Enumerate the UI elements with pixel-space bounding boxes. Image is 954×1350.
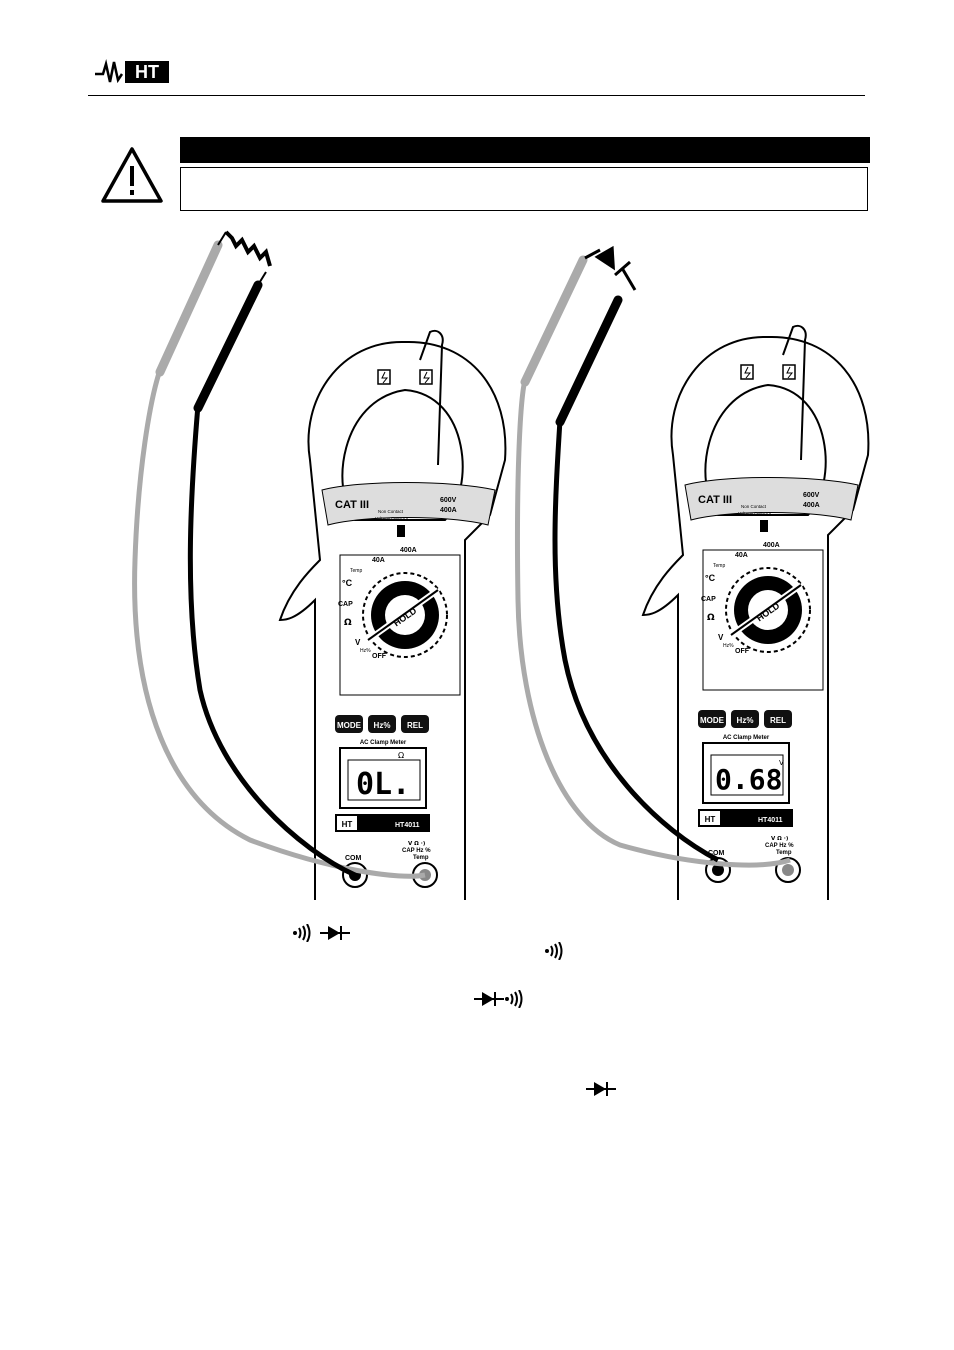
dial-cap-right: CAP: [701, 596, 716, 603]
rating-a-right: 400A: [803, 502, 820, 509]
meter-title-left: AC Clamp Meter: [360, 740, 407, 746]
dial-ohm-right: Ω: [707, 613, 715, 623]
lcd-reading-left: 0L.: [356, 767, 410, 802]
dial-v-right: V: [718, 633, 724, 642]
com-label-right: COM: [708, 850, 725, 857]
mode-button-left[interactable]: MODE: [337, 721, 362, 730]
continuity-icon-2: [545, 942, 563, 960]
ht-logo: HT: [95, 59, 169, 84]
dial-ohm-left: Ω: [344, 618, 352, 628]
ncv-line1-right: Non Contact: [741, 504, 767, 509]
dial-off-right: OFF: [735, 648, 750, 655]
test-leads-left: [132, 231, 426, 879]
rating-v-left: 600V: [440, 497, 457, 504]
rel-button-right[interactable]: REL: [770, 716, 786, 725]
logo-text: HT: [135, 62, 159, 82]
brand-right: HT: [705, 815, 716, 824]
dial-hz-left: Hz%: [360, 648, 371, 654]
mode-button-right[interactable]: MODE: [700, 716, 725, 725]
resistor-icon: [224, 230, 272, 267]
hz-button-right[interactable]: Hz%: [737, 716, 754, 725]
input2-left: CAP Hz %: [402, 848, 431, 854]
meter-title-right: AC Clamp Meter: [723, 735, 770, 741]
warning-triangle-icon: [101, 147, 163, 203]
lcd-unit-right: V: [779, 759, 784, 767]
model-left: HT4011: [395, 822, 420, 829]
dial-c-left: °C: [342, 578, 353, 588]
clamp-meter-left: CAT III 600V 400A Non Contact Voltage De…: [280, 331, 505, 900]
continuity-icon-3: [505, 990, 523, 1008]
dial-v-left: V: [355, 638, 361, 647]
input3-left: Temp: [413, 855, 429, 861]
warning-title-bar: [180, 137, 870, 163]
rating-a-left: 400A: [440, 507, 457, 514]
dial-temp-right: Temp: [713, 563, 725, 569]
model-right: HT4011: [758, 817, 783, 824]
input1-right: V Ω ·): [771, 836, 789, 842]
dial-400a-left: 400A: [400, 547, 417, 554]
dial-c-right: °C: [705, 573, 716, 583]
dial-off-left: OFF: [372, 653, 387, 660]
input1-left: V Ω ·): [408, 841, 426, 847]
ncv-line1-left: Non Contact: [378, 509, 404, 514]
measurement-figure: CAT III 600V 400A Non Contact Voltage De…: [132, 230, 954, 900]
dial-40a-right: 40A: [735, 552, 748, 559]
clamp-meter-right: CAT III 600V 400A Non Contact Voltage De…: [643, 326, 868, 900]
diode-icon-3: [586, 1082, 616, 1096]
cat-label-left: CAT III: [335, 499, 369, 511]
brand-left: HT: [342, 820, 353, 829]
test-leads-right: [514, 255, 791, 868]
dial-400a-right: 400A: [763, 542, 780, 549]
dial-temp-left: Temp: [350, 568, 362, 574]
hz-button-left[interactable]: Hz%: [374, 721, 391, 730]
warning-text-box: [180, 167, 868, 211]
dial-hz-right: Hz%: [723, 643, 734, 649]
diode-component-icon: [584, 245, 637, 291]
rating-v-right: 600V: [803, 492, 820, 499]
cat-label-right: CAT III: [698, 494, 732, 506]
diode-icon: [320, 926, 350, 940]
com-label-left: COM: [345, 855, 362, 862]
dial-40a-left: 40A: [372, 557, 385, 564]
continuity-icon: [293, 924, 311, 942]
input3-right: Temp: [776, 850, 792, 856]
rel-button-left[interactable]: REL: [407, 721, 423, 730]
lcd-reading-right: 0.68: [715, 763, 782, 796]
diode-icon-2: [474, 992, 504, 1006]
ncv-line2-left: Voltage Detector: [375, 516, 409, 521]
lcd-unit-left: Ω: [398, 751, 404, 760]
input2-right: CAP Hz %: [765, 843, 794, 849]
header-rule: [88, 95, 865, 96]
dial-cap-left: CAP: [338, 601, 353, 608]
ncv-line2-right: Voltage Detector: [738, 511, 772, 516]
